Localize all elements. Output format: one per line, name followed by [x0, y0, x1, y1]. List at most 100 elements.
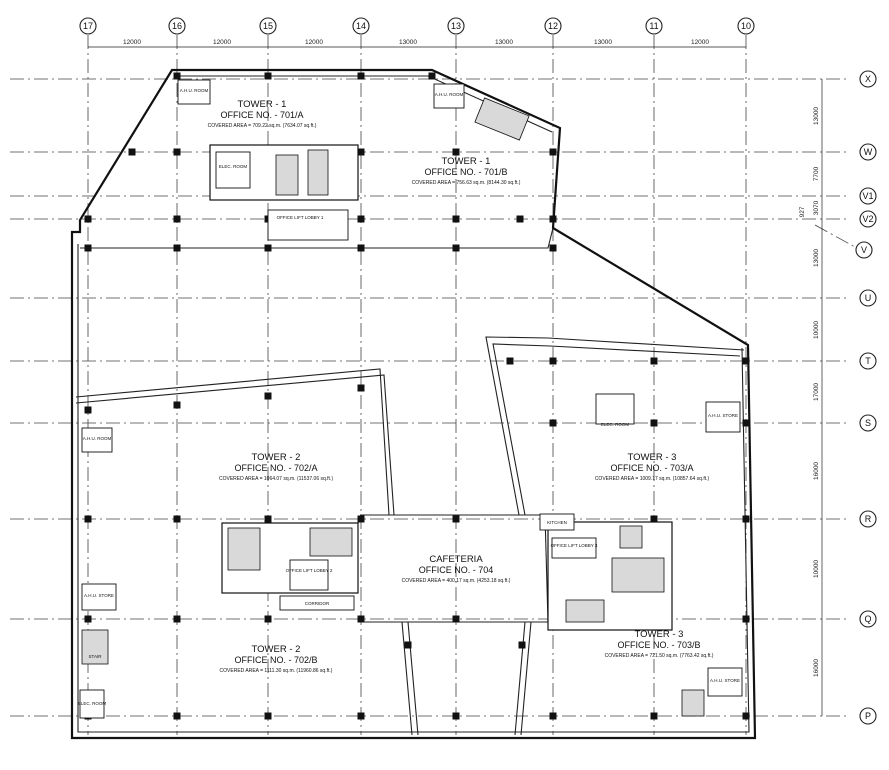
- row-label: X: [865, 74, 871, 84]
- tower3b-boundary: [514, 621, 526, 736]
- lift-lobby: [267, 209, 349, 241]
- row-bubble: [859, 70, 877, 88]
- structural-column: [452, 215, 460, 223]
- structural-column: [357, 215, 365, 223]
- row-label: U: [865, 293, 872, 303]
- ahu-store: [81, 583, 117, 611]
- unit-office-number: OFFICE NO. - 701/A: [220, 110, 303, 120]
- room-label: A.H.U. ROOM: [180, 88, 209, 93]
- row-bubble: [859, 143, 877, 161]
- structural-column: [506, 357, 514, 365]
- structural-column: [264, 515, 272, 523]
- structural-column: [452, 515, 460, 523]
- column-dimensions: 12000 12000 12000 13000 13000 13000 1200…: [88, 39, 746, 48]
- column-bubble: [352, 17, 370, 35]
- structural-column: [549, 419, 557, 427]
- tower2b-boundary-inner: [407, 621, 419, 736]
- room-label: STAIR: [89, 654, 103, 659]
- structural-column: [452, 712, 460, 720]
- structural-column: [264, 615, 272, 623]
- unit-label-tower3b: TOWER - 3 OFFICE NO. - 703/B COVERED ARE…: [605, 629, 714, 659]
- structural-column: [357, 515, 365, 523]
- tower2-boundary-inner: [75, 368, 390, 516]
- structural-column: [84, 515, 92, 523]
- row-label: S: [865, 418, 871, 428]
- structural-column: [357, 384, 365, 392]
- grid-lines: [10, 35, 856, 735]
- structural-column: [173, 712, 181, 720]
- row-label: P: [865, 711, 871, 721]
- structural-column: [428, 72, 436, 80]
- structural-column: [404, 641, 412, 649]
- room-label: A.H.U. ROOM: [435, 92, 464, 97]
- structural-column: [518, 641, 526, 649]
- lift-lobby: [289, 559, 329, 591]
- room-label: A.H.U. STORE: [708, 413, 738, 418]
- unit-label-tower2a: TOWER - 2 OFFICE NO. - 702/A COVERED ARE…: [219, 452, 333, 482]
- row-label: V1: [862, 191, 873, 201]
- structural-column: [452, 148, 460, 156]
- structural-column: [84, 406, 92, 414]
- structural-column: [549, 357, 557, 365]
- tower2-boundary: [75, 374, 395, 516]
- tower1-core: ELEC. ROOM OFFICE LIFT LOBBY 1 A.H.U. RO…: [177, 79, 530, 241]
- structural-column: [549, 244, 557, 252]
- ahu-room: [433, 83, 465, 109]
- unit-office-number: OFFICE NO. - 701/B: [424, 167, 507, 177]
- unit-covered-area: COVERED AREA = 1009.17 sq.m. (10857.64 s…: [595, 476, 710, 482]
- column-spacing: 12000: [213, 39, 231, 46]
- tower3-boundary-inner: [492, 343, 741, 516]
- row-spacing: 16000: [813, 462, 820, 480]
- row-label: V: [861, 245, 867, 255]
- unit-covered-area: COVERED AREA = 709.22 sq.m. (7634.07 sq.…: [208, 123, 317, 129]
- tower2-core: OFFICE LIFT LOBBY 2 CORRIDOR A.H.U. ROOM…: [78, 427, 359, 719]
- corridor: [279, 595, 355, 611]
- toilet-block: [611, 557, 665, 593]
- structural-column: [742, 712, 750, 720]
- kitchen: [539, 513, 575, 531]
- structural-column: [357, 615, 365, 623]
- column-label: 13: [451, 21, 461, 31]
- structural-column: [742, 615, 750, 623]
- row-label: R: [865, 514, 872, 524]
- lift-shaft: [275, 154, 299, 196]
- room-label: A.H.U. ROOM: [83, 436, 112, 441]
- column-label: 15: [263, 21, 273, 31]
- row-label: Q: [864, 614, 871, 624]
- structural-column: [357, 244, 365, 252]
- row-label: V2: [862, 214, 873, 224]
- room-label: A.H.U. STORE: [84, 593, 114, 598]
- structural-column: [549, 215, 557, 223]
- row-spacing: 7700: [813, 166, 820, 181]
- structural-column: [650, 419, 658, 427]
- row-bubble: [859, 210, 877, 228]
- row-spacing: 10000: [813, 321, 820, 339]
- unit-label-tower1a: TOWER - 1 OFFICE NO. - 701/A COVERED ARE…: [208, 99, 317, 129]
- row-small-dimension: 927: [799, 206, 806, 217]
- structural-column: [549, 712, 557, 720]
- structural-column: [173, 244, 181, 252]
- lift-shaft: [309, 527, 353, 557]
- tower3-boundary: [485, 336, 745, 516]
- row-label: T: [865, 356, 871, 366]
- column-bubble: [168, 17, 186, 35]
- row-spacing: 17000: [813, 383, 820, 401]
- ahu-room: [81, 427, 113, 453]
- unit-label-cafeteria: CAFETERIA OFFICE NO. - 704 COVERED AREA …: [402, 554, 511, 584]
- lift-lobby: [551, 537, 597, 559]
- row-bubble: [859, 414, 877, 432]
- outer-wall: [70, 68, 757, 740]
- structural-column: [173, 401, 181, 409]
- structural-column: [173, 215, 181, 223]
- stair: [681, 689, 705, 717]
- unit-label-tower1b: TOWER - 1 OFFICE NO. - 701/B COVERED ARE…: [412, 156, 521, 186]
- row-spacing: 13000: [813, 107, 820, 125]
- room-label: ELEC. ROOM: [601, 422, 630, 427]
- structural-column: [357, 712, 365, 720]
- structural-column: [264, 712, 272, 720]
- room-label: A.H.U. STORE: [710, 678, 740, 683]
- column-spacing: 13000: [594, 39, 612, 46]
- room-label: OFFICE LIFT LOBBY 2: [286, 568, 333, 573]
- unit-covered-area: COVERED AREA = 721.50 sq.m. (7763.42 sq.…: [605, 653, 714, 659]
